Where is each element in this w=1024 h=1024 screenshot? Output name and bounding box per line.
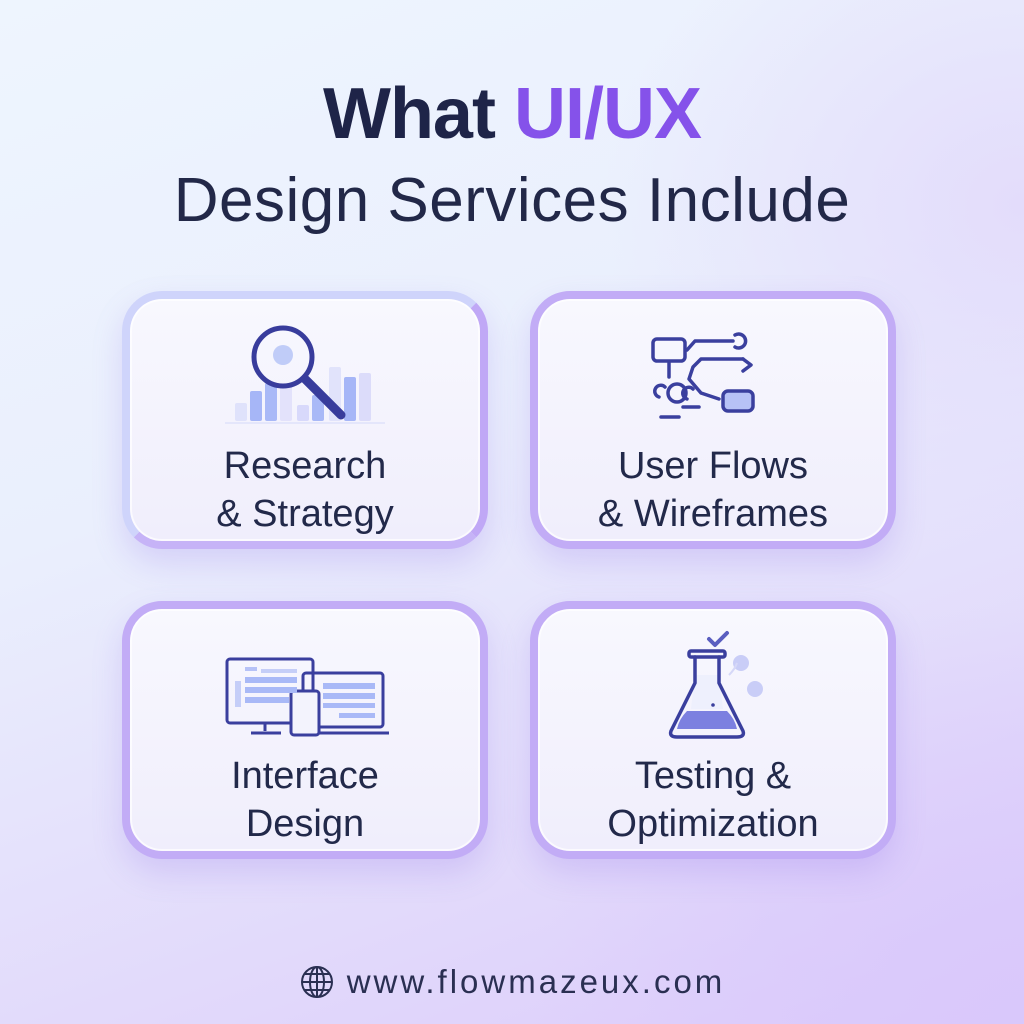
magnifier-chart-icon bbox=[225, 325, 385, 424]
globe-icon bbox=[300, 966, 333, 998]
card-label-line1: Testing & bbox=[634, 755, 792, 797]
title-prefix: What bbox=[322, 74, 496, 154]
card-label-line1: Research bbox=[223, 445, 387, 487]
card-label: User Flows & Wireframes bbox=[538, 442, 888, 538]
page-title: What UI/UX bbox=[0, 78, 1024, 150]
footer: www.flowmazeux.com bbox=[0, 960, 1024, 1004]
title-accent: UI/UX bbox=[513, 74, 702, 154]
card-label: Testing & Optimization bbox=[538, 752, 888, 848]
devices-icon bbox=[225, 657, 389, 737]
card-label-line1: Interface bbox=[231, 755, 379, 797]
service-card-interface-design: Interface Design bbox=[122, 601, 488, 859]
card-label-line2: Optimization bbox=[607, 803, 819, 845]
card-label: Research & Strategy bbox=[130, 442, 480, 538]
service-card-user-flows: User Flows & Wireframes bbox=[530, 291, 896, 549]
flowchart-icon bbox=[651, 332, 755, 419]
service-card-testing: Testing & Optimization bbox=[530, 601, 896, 859]
service-card-research: Research & Strategy bbox=[122, 291, 488, 549]
card-label: Interface Design bbox=[130, 752, 480, 848]
website-link[interactable]: www.flowmazeux.com bbox=[346, 963, 726, 1000]
card-label-line1: User Flows bbox=[617, 445, 809, 487]
page-subtitle: Design Services Include bbox=[173, 166, 851, 235]
flask-check-icon bbox=[668, 631, 763, 739]
card-label-line2: & Strategy bbox=[216, 493, 394, 535]
card-label-line2: & Wireframes bbox=[597, 493, 829, 535]
card-label-line2: Design bbox=[245, 803, 365, 845]
